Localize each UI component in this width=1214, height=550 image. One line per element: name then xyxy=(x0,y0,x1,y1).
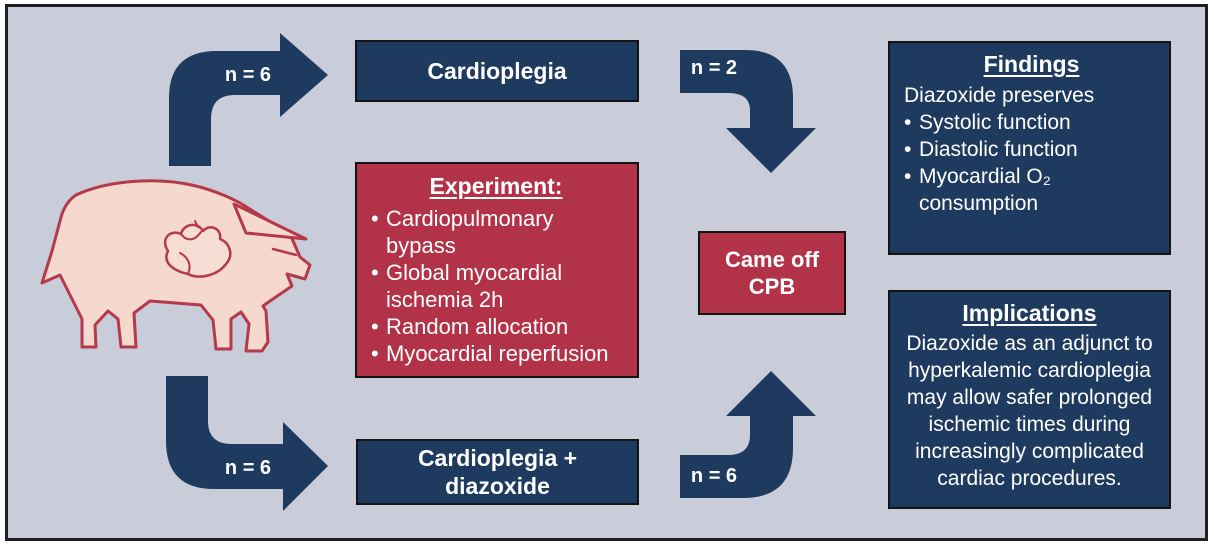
arrow-label-n2: n = 2 xyxy=(690,57,738,79)
pig-heart xyxy=(163,223,232,278)
diagram-art-layer xyxy=(40,33,816,511)
experiment-bullet-text: Global myocardial ischemia 2h xyxy=(386,260,563,312)
cardioplegia-diazoxide-line2: diazoxide xyxy=(445,473,550,499)
findings-intro: Diazoxide preserves xyxy=(904,84,1095,107)
came-off-cpb-line1: Came off xyxy=(724,247,820,272)
experiment-bullet-item: • Cardiopulmonary bypass xyxy=(371,205,621,259)
experiment-box-title: Experiment: xyxy=(429,173,563,199)
pig-cheek-line xyxy=(271,247,298,257)
findings-bullet-list: • Systolic function • Diastolic function… xyxy=(904,109,1159,217)
implications-box-title: Implications xyxy=(962,300,1097,326)
bullet-marker: • xyxy=(904,165,912,188)
findings-bullet-item: • Systolic function xyxy=(904,109,1159,136)
cardioplegia-box: Cardioplegia xyxy=(355,40,639,102)
diagram-frame: n = 6 n = 2 n = 6 n = 6 Cardioplegia Exp… xyxy=(5,4,1208,541)
cardioplegia-box-title: Cardioplegia xyxy=(427,58,567,84)
findings-bullet-item: • Myocardial O₂ consumption xyxy=(904,163,1159,217)
pig-with-heart-illustration xyxy=(40,179,312,353)
bullet-marker: • xyxy=(371,206,379,231)
pig-ear xyxy=(232,202,308,241)
arrow-pig-to-diazoxide xyxy=(166,376,328,511)
experiment-bullet-item: • Random allocation xyxy=(371,313,621,340)
cardioplegia-diazoxide-line1: Cardioplegia + xyxy=(417,445,578,471)
findings-bullet-text: Diastolic function xyxy=(919,138,1078,161)
arrow-label-n6-top: n = 6 xyxy=(224,64,272,86)
bullet-marker: • xyxy=(904,138,912,161)
bullet-marker: • xyxy=(371,260,379,285)
experiment-box: Experiment: • Cardiopulmonary bypass • G… xyxy=(355,162,639,378)
came-off-cpb-box: Came off CPB xyxy=(698,231,846,315)
implications-body: Diazoxide as an adjunct to hyperkalemic … xyxy=(906,332,1153,490)
bullet-marker: • xyxy=(371,314,379,339)
experiment-bullet-text: Random allocation xyxy=(386,314,569,339)
arrow-label-n6-bottom-right: n = 6 xyxy=(690,465,738,487)
experiment-bullet-text: Cardiopulmonary bypass xyxy=(386,206,554,258)
experiment-bullet-item: • Global myocardial ischemia 2h xyxy=(371,259,621,313)
bullet-marker: • xyxy=(904,111,912,134)
arrow-label-n6-bottom-left: n = 6 xyxy=(224,457,272,479)
bullet-marker: • xyxy=(371,341,379,366)
findings-box: Findings Diazoxide preserves • Systolic … xyxy=(888,41,1171,255)
pig-heart-detail xyxy=(179,220,202,275)
arrow-cardioplegia-to-cpb xyxy=(680,50,816,173)
experiment-bullet-text: Myocardial reperfusion xyxy=(386,341,609,366)
arrow-pig-to-cardioplegia xyxy=(169,33,328,166)
experiment-bullet-list: • Cardiopulmonary bypass • Global myocar… xyxy=(371,205,621,367)
arrow-diazoxide-to-cpb xyxy=(680,371,816,498)
came-off-cpb-line2: CPB xyxy=(748,274,796,299)
findings-bullet-text: Systolic function xyxy=(919,111,1071,134)
cardioplegia-diazoxide-box: Cardioplegia + diazoxide xyxy=(356,439,639,505)
implications-box: Implications Diazoxide as an adjunct to … xyxy=(888,290,1171,509)
findings-bullet-item: • Diastolic function xyxy=(904,136,1159,163)
findings-box-title: Findings xyxy=(983,51,1080,77)
experiment-bullet-item: • Myocardial reperfusion xyxy=(371,340,621,367)
findings-bullet-text: Myocardial O₂ consumption xyxy=(919,165,1051,215)
